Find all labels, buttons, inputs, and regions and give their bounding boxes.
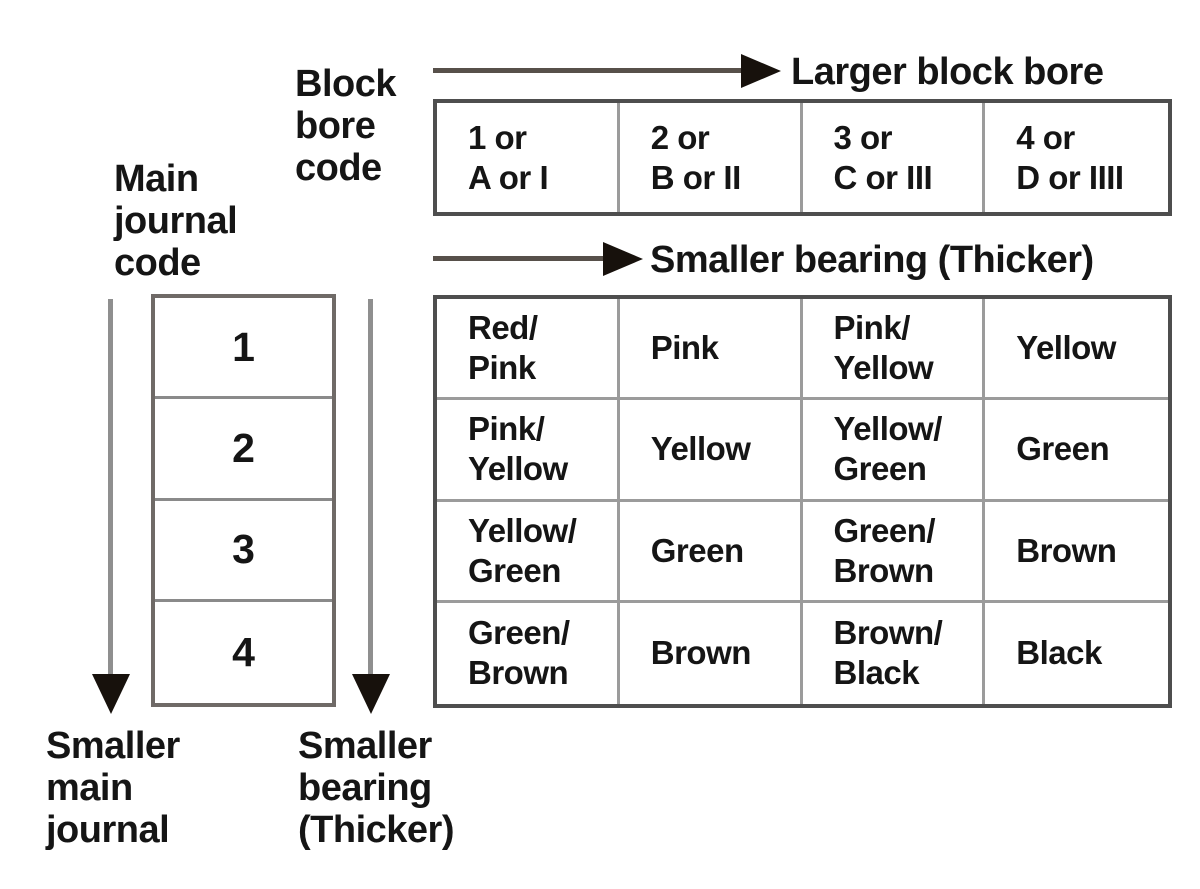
bearing-color-cell: Red/ Pink	[437, 299, 620, 401]
block-bore-code-table: 1 or A or I 2 or B or II 3 or C or III 4…	[433, 99, 1172, 216]
bearing-color-cell: Brown	[985, 502, 1168, 603]
main-journal-code-cell: 3	[155, 501, 332, 602]
block-bore-code-cell: 2 or B or II	[620, 103, 803, 212]
bearing-color-cell: Pink	[619, 299, 803, 401]
arrow-line	[433, 256, 605, 261]
bearing-color-cell: Green/ Brown	[802, 501, 986, 603]
bearing-color-cell: Yellow/ Green	[802, 400, 986, 502]
arrow-line	[108, 299, 113, 677]
larger-block-bore-label: Larger block bore	[791, 51, 1104, 93]
block-bore-code-cell: 1 or A or I	[437, 103, 620, 212]
bearing-color-cell: Black	[1016, 634, 1102, 672]
arrow-down-icon	[352, 674, 390, 714]
smaller-bearing-top-label: Smaller bearing (Thicker)	[650, 239, 1094, 281]
bearing-color-cell: Green	[985, 400, 1168, 502]
arrow-line	[433, 68, 743, 73]
main-journal-code-label: Main journal code	[114, 158, 238, 284]
bearing-color-cell: Green/ Brown	[437, 602, 620, 704]
main-journal-code-cell: 2	[155, 399, 332, 501]
arrow-line	[368, 299, 373, 677]
block-bore-code-cell: 4 or D or IIII	[1016, 118, 1124, 196]
block-bore-code-label: Block bore code	[295, 63, 396, 189]
arrow-right-icon	[603, 242, 643, 276]
bearing-color-cell: Yellow	[985, 299, 1168, 401]
smaller-bearing-bottom-label: Smaller bearing (Thicker)	[298, 725, 454, 851]
arrow-down-icon	[92, 674, 130, 714]
bearing-color-cell: Yellow	[619, 400, 803, 502]
arrow-right-icon	[741, 54, 781, 88]
main-journal-code-cell: 4	[232, 628, 255, 675]
bearing-color-table: Red/ Pink Pink Pink/ Yellow Yellow Pink/…	[433, 295, 1172, 708]
bearing-color-cell: Brown	[620, 602, 803, 704]
main-journal-code-cell: 1	[155, 298, 332, 400]
bearing-color-cell: Green	[619, 501, 803, 603]
bearing-color-cell: Brown/ Black	[803, 602, 986, 704]
bearing-color-cell: Pink/ Yellow	[802, 299, 986, 401]
main-journal-code-table: 1 2 3 4	[151, 294, 336, 707]
smaller-main-journal-label: Smaller main journal	[46, 725, 180, 851]
bearing-color-cell: Yellow/ Green	[437, 501, 620, 603]
bearing-color-cell: Pink/ Yellow	[437, 400, 620, 502]
block-bore-code-cell: 3 or C or III	[803, 103, 986, 212]
